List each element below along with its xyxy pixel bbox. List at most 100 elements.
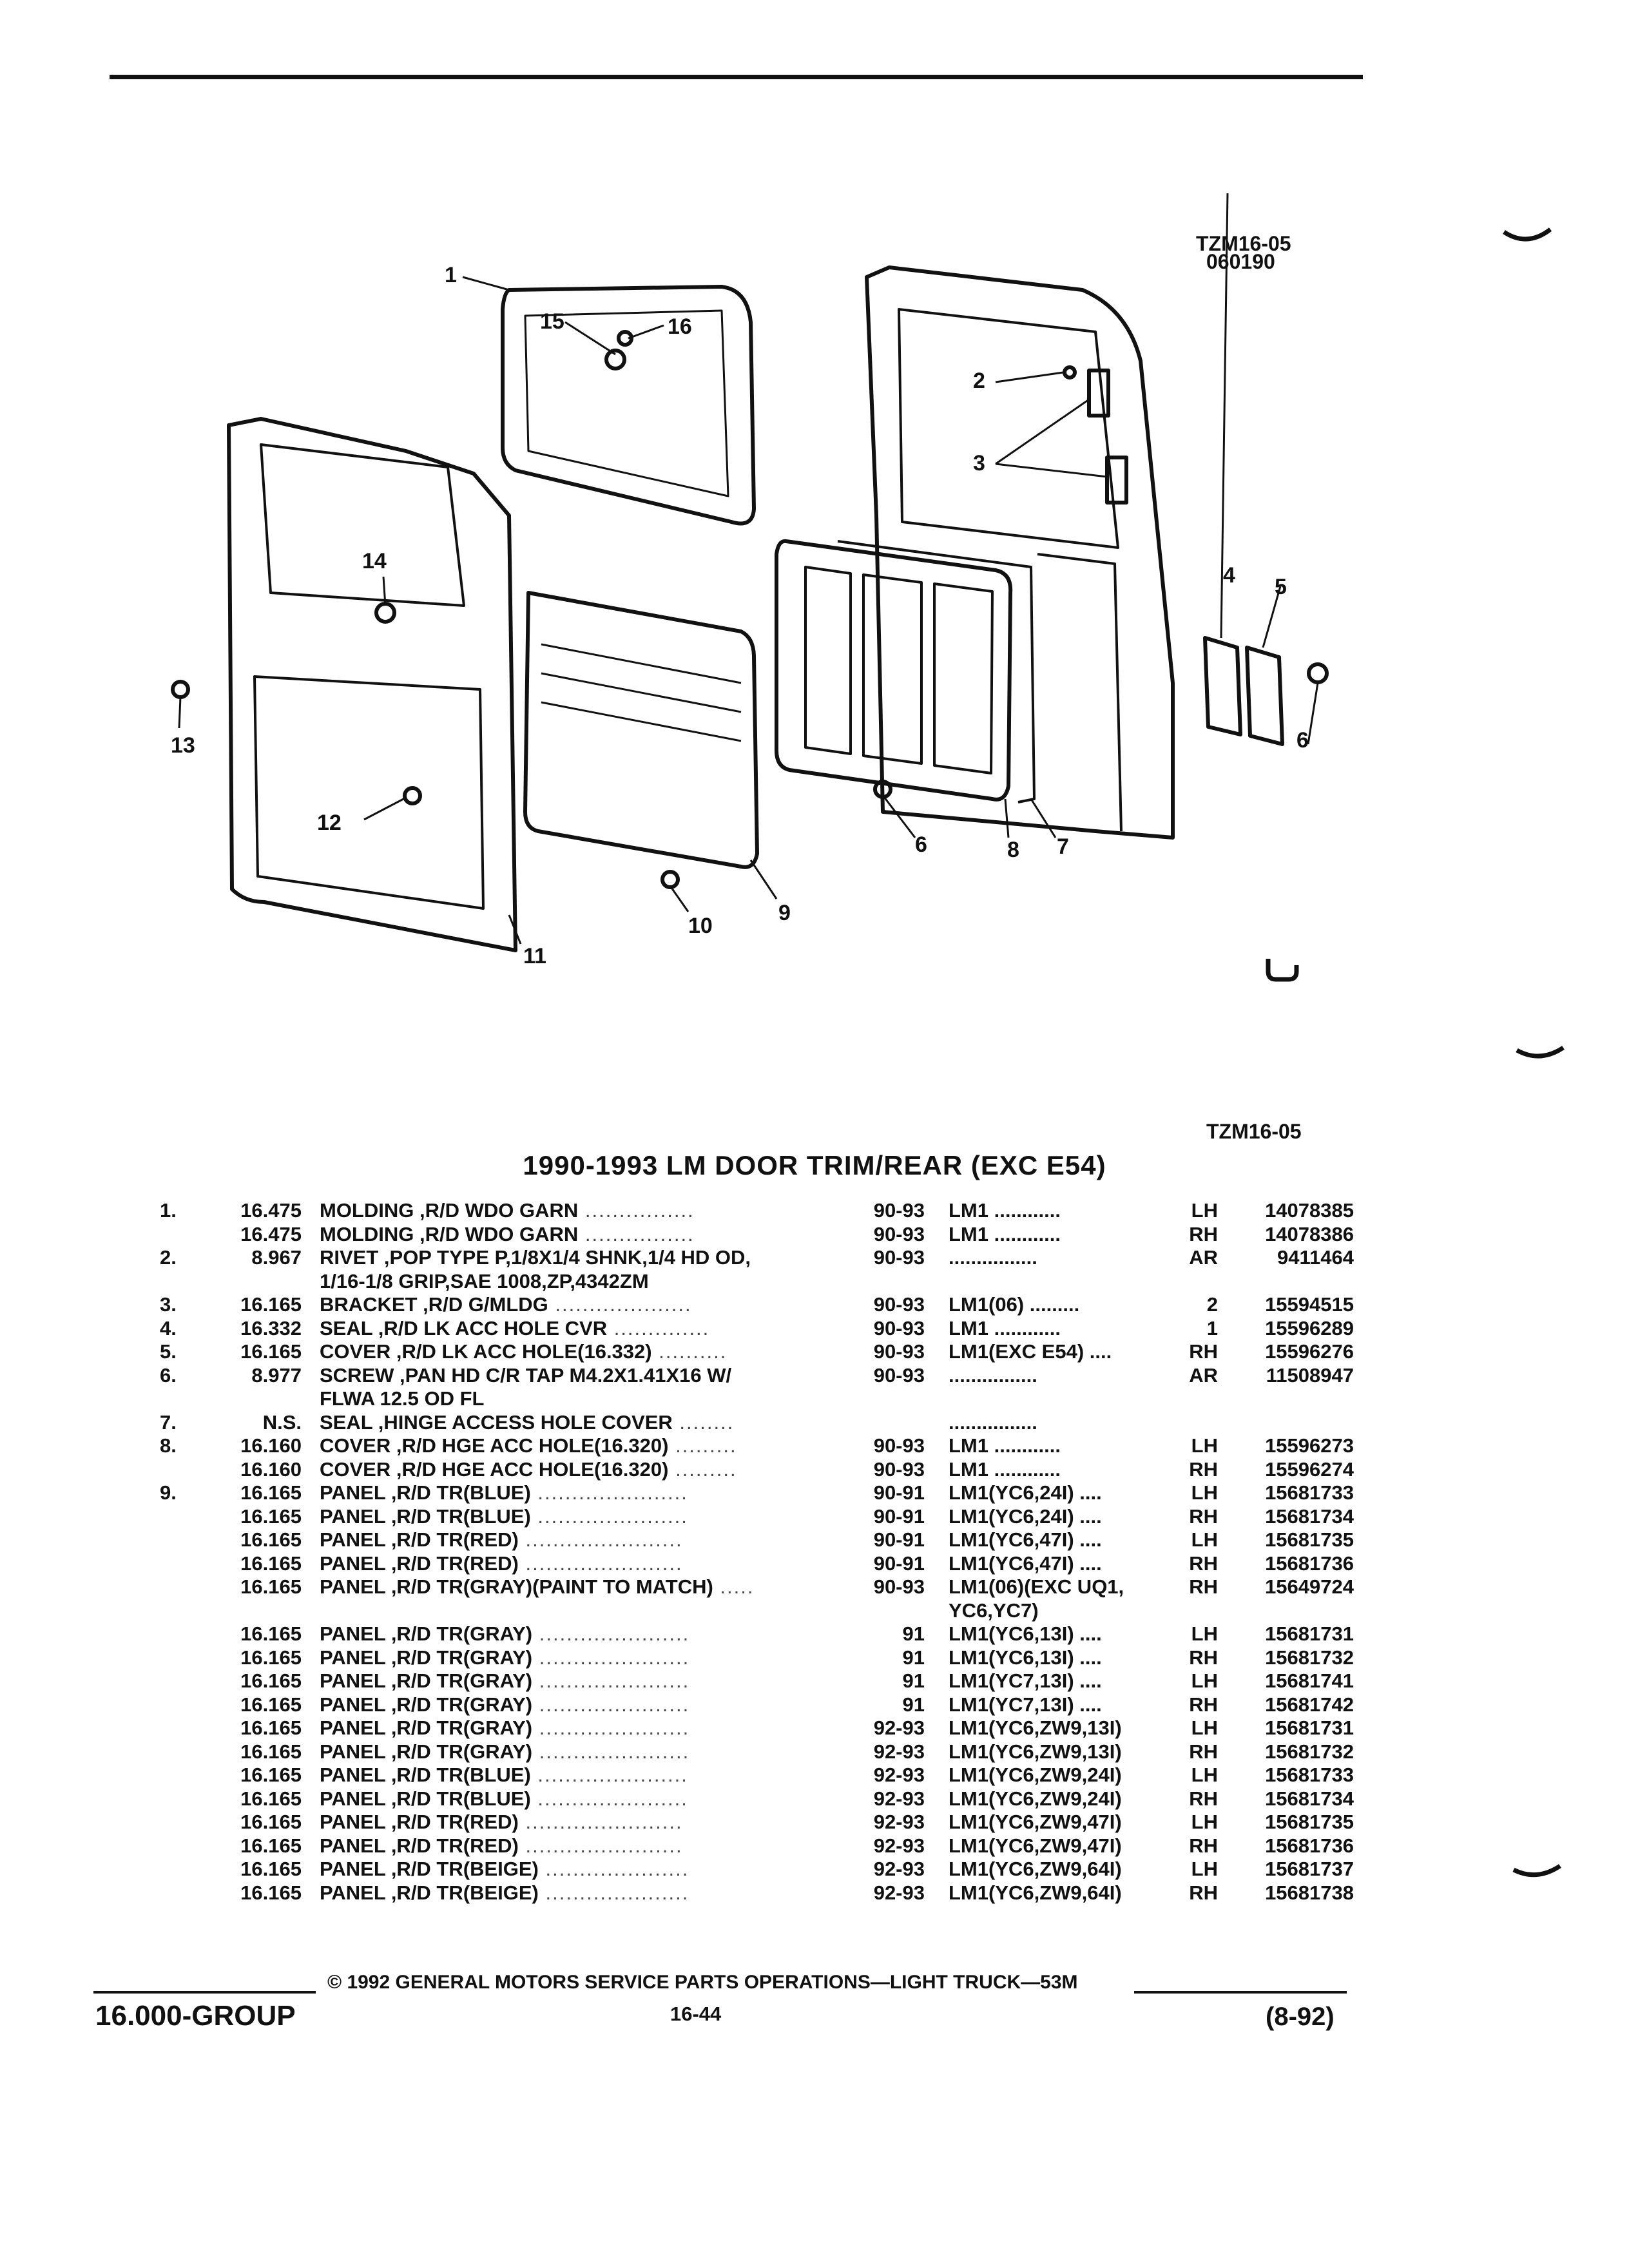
cell-model: LM1(YC6,ZW9,13I) [949, 1716, 1122, 1739]
cell-grp: 16.165 [240, 1504, 302, 1528]
cell-pn: 15681738 [1265, 1881, 1354, 1904]
cell-model: LM1(06) ......... [949, 1293, 1080, 1316]
cell-yrs: 92-93 [873, 1716, 925, 1739]
cell-side: LH [1191, 1669, 1218, 1692]
leader-dots: ......... [668, 1457, 737, 1481]
cell-yrs: 90-91 [873, 1528, 925, 1551]
cell-model: LM1(YC6,13I) .... [949, 1622, 1102, 1645]
cell-grp: 16.165 [240, 1787, 302, 1810]
cell-side: RH [1189, 1740, 1218, 1763]
callout-12: 12 [317, 811, 342, 835]
cell-grp: 16.165 [240, 1575, 302, 1598]
cell-grp: 16.165 [240, 1740, 302, 1763]
footer-group: 16.000-GROUP [95, 2000, 296, 2032]
cell-ref: 5. [160, 1340, 177, 1363]
cell-side: RH [1189, 1881, 1218, 1904]
cell-pn: 15681741 [1265, 1669, 1354, 1692]
leader-dots: ..... [713, 1575, 755, 1598]
screw-6b [1307, 662, 1329, 684]
cell-grp: N.S. [262, 1410, 302, 1434]
cell-grp: 8.967 [251, 1246, 302, 1269]
cell-yrs: 92-93 [873, 1787, 925, 1810]
cell-grp: 16.160 [240, 1457, 302, 1481]
cell-desc: PANEL ,R/D TR(GRAY) ....................… [320, 1646, 689, 1670]
cell-model: LM1(YC6,24I) .... [949, 1481, 1102, 1504]
description-text: PANEL ,R/D TR(GRAY) [320, 1740, 533, 1763]
table-title: 1990-1993 LM DOOR TRIM/REAR (EXC E54) [523, 1150, 1106, 1180]
cell-yrs: 91 [902, 1622, 925, 1645]
cell-yrs: 90-93 [873, 1575, 925, 1598]
cell-desc: PANEL ,R/D TR(GRAY)(PAINT TO MATCH) ....… [320, 1575, 754, 1599]
cell-grp: 16.165 [240, 1834, 302, 1857]
cell-side: LH [1191, 1528, 1218, 1551]
cell-pn: 11508947 [1266, 1363, 1354, 1387]
screw-6a [873, 780, 892, 799]
cell-ref: 8. [160, 1434, 177, 1457]
table-row: 7.N.S.SEAL ,HINGE ACCESS HOLE COVER ....… [0, 1410, 1629, 1435]
leader-dots: .......... [651, 1340, 728, 1363]
cell-ref: 1. [160, 1199, 177, 1222]
cell-model: LM1(YC6,ZW9,24I) [949, 1763, 1122, 1786]
cell-grp: 16.165 [240, 1881, 302, 1904]
footer-page-number: 16-44 [670, 2003, 722, 2025]
leader-dots: ....................... [518, 1552, 683, 1575]
leader-dots: ...................... [532, 1693, 690, 1716]
description-text: PANEL ,R/D TR(GRAY) [320, 1622, 533, 1645]
scan-mark-icon [1503, 227, 1552, 242]
cell-grp: 8.977 [251, 1363, 302, 1387]
cell-grp: 16.165 [240, 1858, 302, 1880]
hinge-cover-shape [775, 539, 1013, 802]
cell-side: RH [1189, 1575, 1218, 1598]
cell-side: LH [1191, 1811, 1218, 1833]
cell-yrs: 92-93 [873, 1858, 925, 1880]
cell-grp: 16.165 [240, 1622, 302, 1645]
callout-10: 10 [688, 914, 713, 938]
cell-model: LM1 ............ [949, 1457, 1061, 1481]
scan-mark-icon [1516, 1046, 1565, 1059]
cell-yrs: 92-93 [873, 1811, 925, 1833]
cell-pn: 15596273 [1265, 1434, 1354, 1457]
description-text: PANEL ,R/D TR(GRAY) [320, 1669, 533, 1692]
cell-yrs: 90-93 [873, 1246, 925, 1269]
description-text: PANEL ,R/D TR(BLUE) [320, 1787, 531, 1810]
cell-desc: FLWA 12.5 OD FL [320, 1387, 485, 1411]
cell-desc: MOLDING ,R/D WDO GARN ................ [320, 1198, 695, 1223]
leader-dots: ................ [578, 1199, 695, 1222]
cell-side: RH [1189, 1222, 1218, 1245]
leader-dots: ....................... [518, 1528, 683, 1551]
clip-14 [374, 602, 396, 624]
callout-13: 13 [171, 733, 195, 758]
description-text: MOLDING ,R/D WDO GARN [320, 1199, 579, 1222]
leader-dots: ........ [672, 1410, 735, 1434]
leader-dots: ...................... [530, 1763, 688, 1786]
cell-side: AR [1189, 1363, 1218, 1387]
table-row: FLWA 12.5 OD FL [0, 1387, 1629, 1411]
cell-desc: COVER ,R/D LK ACC HOLE(16.332) .........… [320, 1340, 727, 1364]
leader-dots: ...................... [530, 1787, 688, 1810]
cell-desc: PANEL ,R/D TR(BLUE) ....................… [320, 1763, 688, 1787]
screw-10 [660, 870, 680, 889]
cell-grp: 16.165 [240, 1481, 302, 1504]
cell-desc: PANEL ,R/D TR(BEIGE) ...................… [320, 1881, 689, 1905]
cell-pn: 9411464 [1277, 1246, 1354, 1269]
cell-desc: SEAL ,HINGE ACCESS HOLE COVER ........ [320, 1410, 734, 1435]
cell-pn: 15649724 [1265, 1575, 1354, 1598]
leader-dots: ...................... [532, 1716, 690, 1739]
cell-desc: PANEL ,R/D TR(BLUE) ....................… [320, 1481, 688, 1505]
cell-model: ................ [949, 1363, 1037, 1387]
cell-desc: PANEL ,R/D TR(BLUE) ....................… [320, 1787, 688, 1811]
cell-model: YC6,YC7) [949, 1599, 1039, 1622]
cell-pn: 15596289 [1265, 1316, 1354, 1340]
rivet-2 [1063, 365, 1077, 380]
cell-desc: PANEL ,R/D TR(GRAY) ....................… [320, 1716, 689, 1740]
figure-date: 060190 [1206, 250, 1275, 273]
description-text: PANEL ,R/D TR(BEIGE) [320, 1881, 539, 1904]
